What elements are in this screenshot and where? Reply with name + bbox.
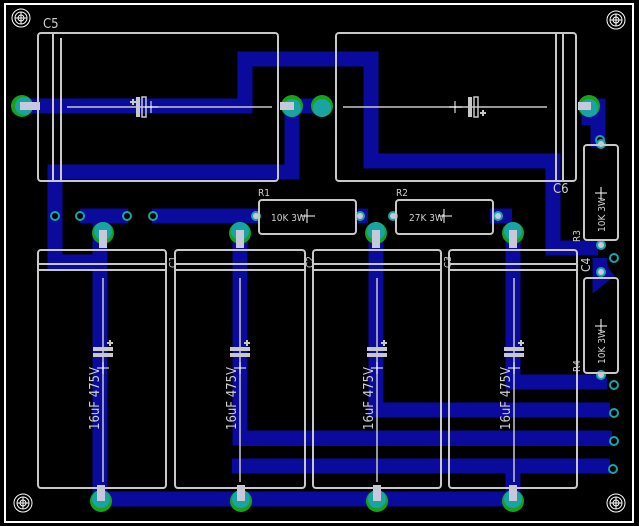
pad-r3-2[interactable] <box>596 240 606 250</box>
trace-c4 <box>505 233 608 390</box>
value-c3: 16uF 475V <box>362 367 377 430</box>
silkscreen-layer <box>37 32 619 489</box>
pad-c5-1[interactable] <box>11 95 40 117</box>
connector-pin-4[interactable] <box>608 464 618 474</box>
value-r1: 10K 3W <box>271 213 306 224</box>
pad-c2-top[interactable] <box>229 222 251 248</box>
trace-c5-c6 <box>22 51 598 256</box>
via-4[interactable] <box>148 211 158 221</box>
pads <box>11 95 619 512</box>
ref-r3: R3 <box>572 230 583 242</box>
pad-r4-1[interactable] <box>596 267 606 277</box>
via-2[interactable] <box>75 211 85 221</box>
ref-r2: R2 <box>396 188 408 199</box>
c1-outline <box>37 249 167 489</box>
pad-c5-2[interactable] <box>280 95 303 117</box>
mounting-hole-icon <box>13 493 33 513</box>
trace-rail-mid <box>240 431 612 446</box>
c5-plate <box>136 97 140 117</box>
pad-c3-bottom[interactable] <box>366 485 388 512</box>
via-3[interactable] <box>122 211 132 221</box>
ref-r4: R4 <box>572 360 583 372</box>
r4-outline <box>583 277 619 374</box>
connector-pin-2[interactable] <box>609 408 619 418</box>
pad-c1-bottom[interactable] <box>90 485 112 512</box>
ref-r1: R1 <box>258 188 270 199</box>
pad-c6-2[interactable] <box>578 95 600 117</box>
origin-markers <box>97 101 607 374</box>
c6-outline <box>335 32 577 182</box>
value-c4: 16uF 475V <box>499 367 514 430</box>
ref-c1: C1 <box>168 256 179 268</box>
pad-c4-bottom[interactable] <box>502 485 524 512</box>
value-c1: 16uF 475V <box>88 367 103 430</box>
connector-pin-3[interactable] <box>609 436 619 446</box>
value-r2: 27K 3W <box>409 213 444 224</box>
board-outline <box>4 3 634 523</box>
ref-c5: C5 <box>43 17 59 32</box>
ref-c3: C3 <box>443 256 454 268</box>
pad-c3-top[interactable] <box>365 222 387 248</box>
value-c2: 16uF 475V <box>225 367 240 430</box>
pad-r1-2[interactable] <box>355 211 365 221</box>
via-1[interactable] <box>50 211 60 221</box>
connector-pin-1[interactable] <box>609 380 619 390</box>
value-r3: 10K 3W <box>597 197 608 232</box>
pad-c2-bottom[interactable] <box>230 485 252 512</box>
c4-outline <box>448 249 578 489</box>
pad-c4-top[interactable] <box>502 222 524 248</box>
ref-c6: C6 <box>553 182 569 197</box>
pad-c6-1[interactable] <box>311 95 333 117</box>
trace-c3 <box>368 233 610 418</box>
mounting-hole-icon <box>606 493 626 513</box>
ref-c2: C2 <box>305 256 316 268</box>
mounting-hole-icon <box>606 10 626 30</box>
via-6[interactable] <box>609 253 619 263</box>
ref-c4: C4 <box>579 257 593 272</box>
mounting-hole-icon <box>11 8 31 28</box>
value-r4: 10K 3W <box>597 329 608 364</box>
pad-r2-2[interactable] <box>493 211 503 221</box>
pad-c1-top[interactable] <box>92 222 114 248</box>
r3-outline <box>583 144 619 241</box>
r2-outline <box>395 199 494 235</box>
c2-outline <box>174 249 306 489</box>
c5-outline <box>37 32 279 182</box>
r1-outline <box>258 199 357 235</box>
c3-outline <box>312 249 442 489</box>
polarity-symbols <box>93 96 524 357</box>
